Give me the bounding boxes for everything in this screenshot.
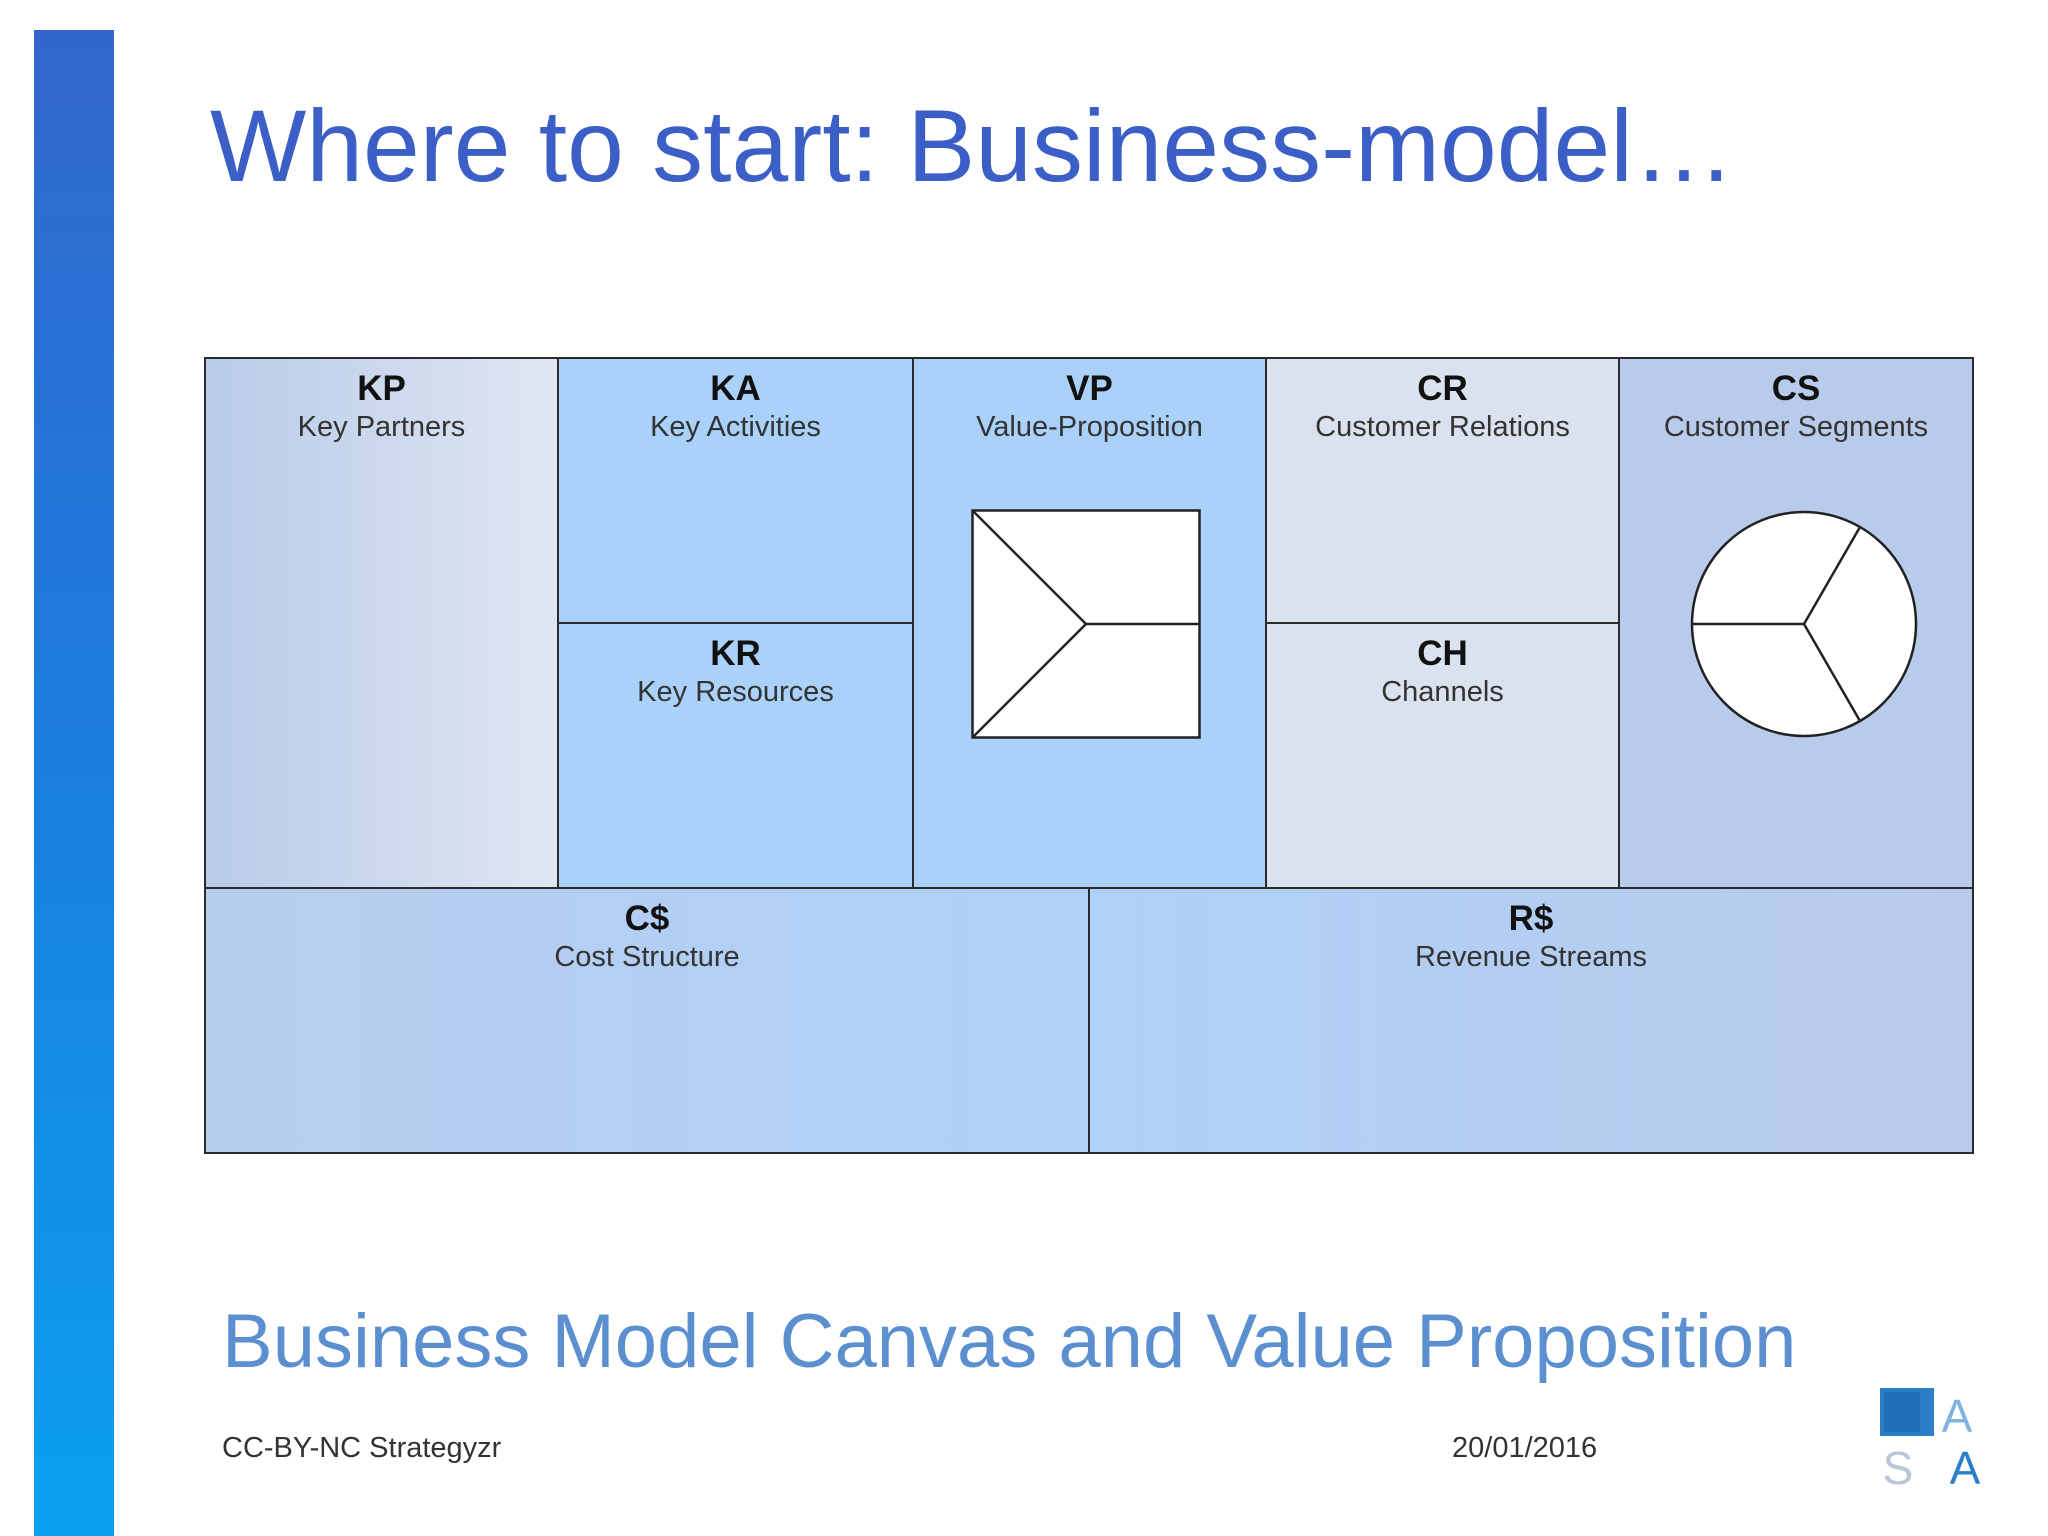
canvas-cell-value-proposition: VP Value-Proposition [912, 357, 1267, 889]
canvas-cell-key-resources: KR Key Resources [557, 622, 914, 889]
canvas-cell-customer-relations: CR Customer Relations [1265, 357, 1620, 624]
cell-label: Customer Segments [1663, 411, 1929, 443]
cell-label: Cost Structure [554, 941, 740, 973]
canvas-cell-cost-structure: C$ Cost Structure [204, 887, 1090, 1154]
canvas-cell-channels: CH Channels [1265, 622, 1620, 889]
cell-code: KA [710, 369, 761, 408]
cell-label: Key Activities [650, 411, 821, 443]
cell-label: Customer Relations [1315, 411, 1570, 443]
iasa-logo: A S A I [1880, 1388, 1992, 1488]
value-proposition-canvas-icon [971, 509, 1201, 739]
cell-code: KP [357, 369, 406, 408]
cell-code: C$ [624, 899, 670, 938]
footer-date: 20/01/2016 [1452, 1432, 1598, 1464]
cell-label: Revenue Streams [1414, 941, 1648, 973]
cell-label: Value-Proposition [976, 411, 1203, 443]
canvas-cell-revenue-streams: R$ Revenue Streams [1088, 887, 1974, 1154]
svg-text:A: A [1950, 1442, 1981, 1488]
canvas-cell-key-partners: KP Key Partners [204, 357, 559, 889]
svg-text:A: A [1942, 1390, 1973, 1442]
cell-code: R$ [1508, 899, 1554, 938]
cell-code: KR [710, 634, 761, 673]
cell-code: VP [1066, 369, 1113, 408]
svg-text:I: I [1920, 1390, 1933, 1442]
side-accent-bar [34, 30, 114, 1536]
business-model-canvas: KP Key Partners KA Key Activities KR Key… [204, 357, 1974, 1154]
svg-text:S: S [1883, 1442, 1914, 1488]
page-title: Where to start: Business-model… [210, 89, 1735, 203]
footer-credit: CC-BY-NC Strategyzr [222, 1432, 502, 1464]
slide-subtitle: Business Model Canvas and Value Proposit… [222, 1299, 1797, 1384]
cell-label: Key Resources [637, 676, 834, 708]
canvas-cell-key-activities: KA Key Activities [557, 357, 914, 624]
cell-code: CR [1417, 369, 1468, 408]
cell-label: Channels [1381, 676, 1504, 708]
cell-code: CS [1771, 369, 1821, 408]
customer-segments-pie-icon [1690, 510, 1918, 738]
cell-code: CH [1417, 634, 1468, 673]
cell-label: Key Partners [297, 411, 466, 443]
